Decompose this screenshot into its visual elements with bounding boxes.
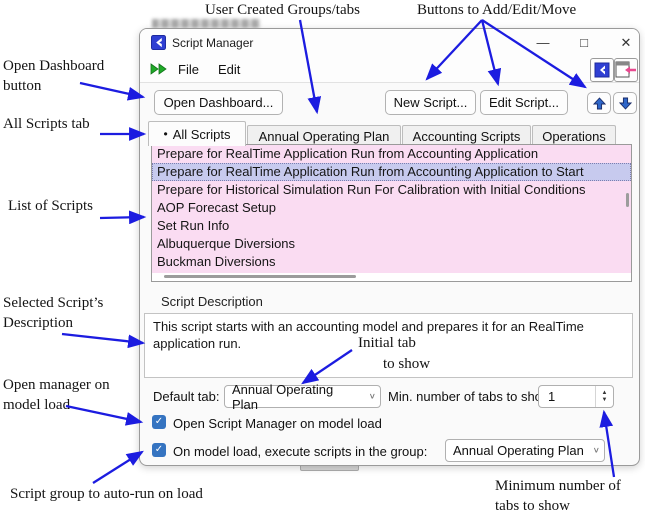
spin-up-icon[interactable]: ▲ [602,390,608,397]
script-rows: Prepare for RealTime Application Run fro… [152,145,631,273]
annotation-open-manager: Open manager on model load [3,375,110,415]
tab-accounting-scripts[interactable]: Accounting Scripts [402,125,531,146]
script-description-label: Script Description [161,294,263,309]
open-on-load-label: Open Script Manager on model load [173,416,382,431]
move-down-button[interactable] [613,92,637,114]
dock-window-icon [615,61,637,79]
menu-bar: File Edit [140,56,639,83]
down-arrow-icon [619,97,632,110]
open-on-load-checkbox[interactable]: ✓ [152,415,166,429]
arrow-selected-description [62,334,143,343]
default-tab-value: Annual Operating Plan [232,382,363,412]
script-row-selected[interactable]: Prepare for RealTime Application Run fro… [152,163,631,181]
window-title: Script Manager [172,36,253,50]
annotation-initial-tab-line2: to show [383,354,430,374]
execute-group-checkbox[interactable]: ✓ [152,443,166,457]
default-tab-combobox[interactable]: Annual Operating Plan ∨ [224,385,381,408]
annotation-initial-tab-line1: Initial tab [358,333,416,353]
menu-edit[interactable]: Edit [212,60,246,79]
tab-operations[interactable]: Operations [532,125,616,146]
execute-group-value: Annual Operating Plan [453,443,584,458]
edit-script-button[interactable]: Edit Script... [480,90,568,115]
tab-label: All Scripts [173,127,231,142]
min-tabs-spinbox[interactable]: 1 ▲ ▼ [538,385,614,408]
script-list: Prepare for RealTime Application Run fro… [151,144,632,282]
vertical-scrollbar[interactable] [626,193,629,207]
move-up-button[interactable] [587,92,611,114]
riverware-logo-icon [151,35,166,50]
arrow-script-group [93,452,142,483]
arrow-list-of-scripts [100,217,144,218]
annotation-all-scripts-tab: All Scripts tab [3,114,90,134]
execute-group-combobox[interactable]: Annual Operating Plan ∨ [445,439,605,462]
check-icon: ✓ [155,415,163,429]
annotation-min-tabs: Minimum number of tabs to show [495,476,621,516]
active-tab-bullet-icon: • [164,127,168,141]
spin-down-icon[interactable]: ▼ [602,397,608,404]
script-row[interactable]: Prepare for Historical Simulation Run Fo… [152,181,631,199]
annotation-open-dashboard: Open Dashboard button [3,56,104,96]
annotation-user-created-groups: User Created Groups/tabs [205,0,360,20]
background-window-artifact [152,19,260,28]
tab-label: Accounting Scripts [413,129,521,144]
workspace-button[interactable] [590,58,614,82]
check-icon: ✓ [155,443,163,457]
annotation-selected-description: Selected Script’s Description [3,293,103,333]
script-row[interactable]: Albuquerque Diversions [152,235,631,253]
chevron-down-icon: ∨ [369,392,376,401]
min-tabs-value: 1 [548,389,555,404]
maximize-button[interactable]: □ [567,29,601,56]
annotation-buttons-add-edit-move: Buttons to Add/Edit/Move [417,0,576,20]
chevron-down-icon: ∨ [593,446,600,455]
script-row[interactable]: Prepare for RealTime Application Run fro… [152,145,631,163]
horizontal-scrollbar[interactable] [164,275,356,278]
default-tab-label: Default tab: [153,389,220,404]
dock-window-button[interactable] [614,58,638,82]
open-dashboard-button[interactable]: Open Dashboard... [154,90,283,115]
tab-all-scripts[interactable]: • All Scripts [148,121,246,146]
tab-annual-operating-plan[interactable]: Annual Operating Plan [247,125,401,146]
up-arrow-icon [593,97,606,110]
min-tabs-label: Min. number of tabs to show: [388,389,555,404]
execute-group-label: On model load, execute scripts in the gr… [173,444,427,459]
annotation-list-of-scripts: List of Scripts [8,196,93,216]
run-scripts-icon[interactable] [150,63,168,75]
tab-label: Operations [542,129,606,144]
close-button[interactable]: ✕ [609,29,640,56]
annotation-script-group-autorun: Script group to auto-run on load [10,484,203,504]
minimize-button[interactable]: — [526,29,560,56]
script-manager-window: Script Manager — □ ✕ File Edit [139,28,640,466]
tab-label: Annual Operating Plan [259,129,390,144]
script-row[interactable]: Set Run Info [152,217,631,235]
script-row[interactable]: Buckman Diversions [152,253,631,271]
new-script-button[interactable]: New Script... [385,90,476,115]
menu-file[interactable]: File [172,60,205,79]
title-bar: Script Manager — □ ✕ [140,29,639,56]
riverware-workspace-icon [594,62,610,78]
script-row[interactable]: AOP Forecast Setup [152,199,631,217]
